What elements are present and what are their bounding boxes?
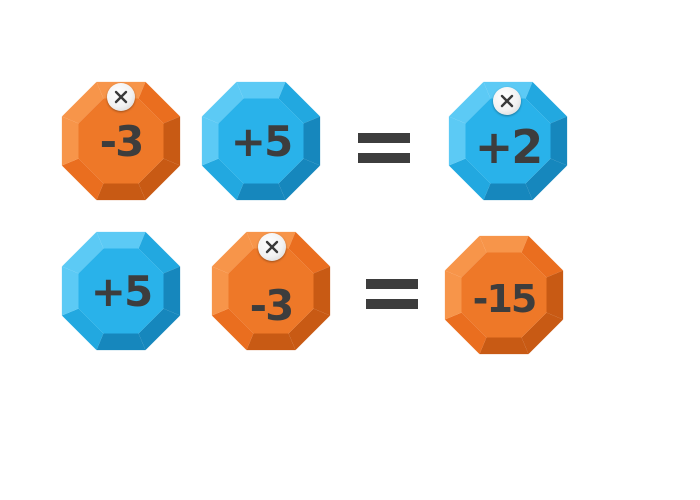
- octagon-gem-shape: [61, 231, 181, 351]
- gem-face: [78, 98, 164, 184]
- gem-face: [218, 98, 304, 184]
- gem-facet: [236, 81, 286, 99]
- gem-value: -3: [249, 280, 295, 330]
- gem-facet: [138, 81, 181, 124]
- gem-facet: [444, 235, 487, 278]
- equals-bar: [366, 299, 418, 309]
- gem-row1-left[interactable]: -3: [60, 80, 182, 202]
- equals-bar: [366, 279, 418, 289]
- gem-facet: [236, 183, 286, 201]
- gem-facet: [444, 270, 462, 320]
- gem-facet: [483, 183, 533, 201]
- gem-value: +5: [230, 116, 293, 166]
- equals-sign: [366, 274, 418, 314]
- gem-facet: [163, 266, 181, 316]
- gem-facet: [448, 81, 491, 124]
- gem-facet: [61, 308, 104, 351]
- gem-facet: [211, 231, 254, 274]
- octagon-gem-shape: [211, 231, 331, 351]
- octagon-gem-shape: [201, 81, 321, 201]
- close-icon: [114, 90, 128, 104]
- gem-facet: [521, 312, 564, 355]
- octagon-gem-shape: [61, 81, 181, 201]
- close-icon: [500, 94, 514, 108]
- gem-facet: [201, 158, 244, 201]
- gem-facet: [278, 158, 321, 201]
- gem-facet: [479, 337, 529, 355]
- gem-facet: [521, 235, 564, 278]
- gem-value: +2: [474, 120, 544, 174]
- gem-facet: [201, 81, 244, 124]
- gem-facet: [550, 116, 568, 166]
- remove-button[interactable]: [493, 87, 521, 115]
- octagon-gem-shape: [448, 81, 568, 201]
- gem-facet: [138, 231, 181, 274]
- gem-facet: [201, 116, 219, 166]
- gem-facet: [246, 333, 296, 351]
- gem-face: [78, 248, 164, 334]
- gem-facet: [444, 312, 487, 355]
- remove-button[interactable]: [107, 83, 135, 111]
- gem-facet: [96, 231, 146, 249]
- gem-facet: [61, 116, 79, 166]
- gem-facet: [479, 235, 529, 253]
- gem-facet: [138, 308, 181, 351]
- gem-facet: [303, 116, 321, 166]
- equals-bar: [358, 153, 410, 163]
- gem-facet: [61, 81, 104, 124]
- gem-facet: [448, 116, 466, 166]
- gem-facet: [525, 158, 568, 201]
- gem-facet: [313, 266, 331, 316]
- close-icon: [265, 240, 279, 254]
- gem-value: -15: [472, 277, 538, 321]
- gem-facet: [61, 231, 104, 274]
- octagon-gem-shape: [444, 235, 564, 355]
- gem-facet: [96, 333, 146, 351]
- gem-face: [461, 252, 547, 338]
- gem-facet: [61, 266, 79, 316]
- gem-row2-result[interactable]: -15: [443, 234, 565, 356]
- gem-facet: [288, 231, 331, 274]
- gem-value: -3: [99, 116, 145, 166]
- gem-face: [465, 98, 551, 184]
- gem-face: [228, 248, 314, 334]
- gem-facet: [211, 308, 254, 351]
- gem-row2-left[interactable]: +5: [60, 230, 182, 352]
- equals-sign: [358, 128, 410, 168]
- gem-facet: [163, 116, 181, 166]
- gem-facet: [138, 158, 181, 201]
- gem-facet: [278, 81, 321, 124]
- gem-facet: [211, 266, 229, 316]
- gem-row1-right[interactable]: +5: [200, 80, 322, 202]
- gem-facet: [288, 308, 331, 351]
- gem-row1-result[interactable]: +2: [447, 80, 569, 202]
- gem-facet: [61, 158, 104, 201]
- gem-facet: [546, 270, 564, 320]
- remove-button[interactable]: [258, 233, 286, 261]
- gem-value: +5: [90, 266, 153, 316]
- gem-facet: [525, 81, 568, 124]
- equals-bar: [358, 133, 410, 143]
- gem-facet: [448, 158, 491, 201]
- gem-facet: [96, 183, 146, 201]
- gem-row2-right[interactable]: -3: [210, 230, 332, 352]
